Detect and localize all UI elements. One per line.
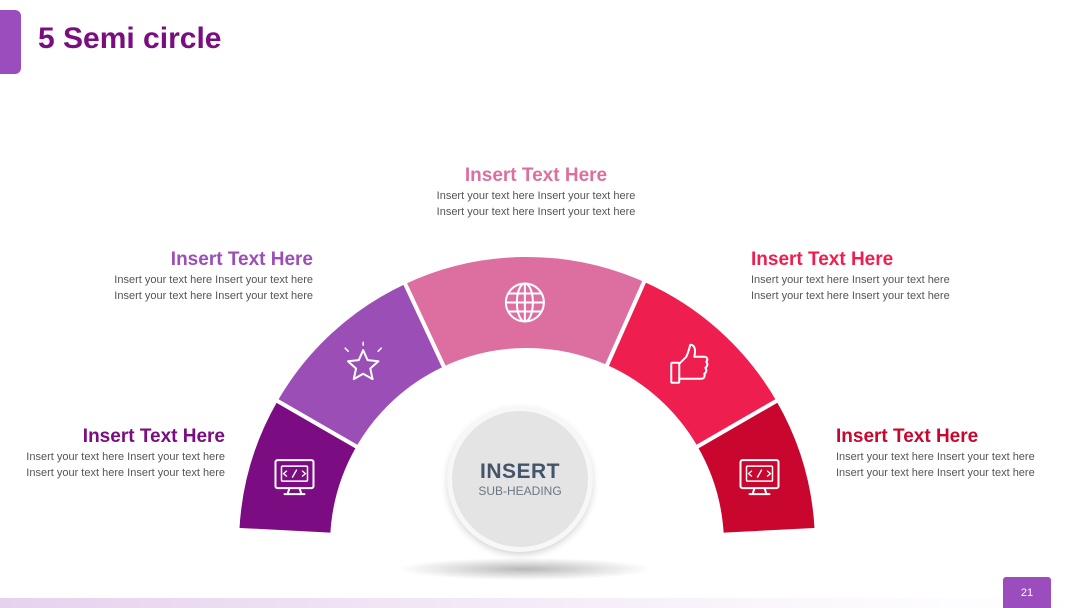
center-heading: INSERT <box>479 460 560 483</box>
segment-5-heading: Insert Text Here <box>836 426 979 447</box>
center-circle: INSERT SUB-HEADING <box>452 411 588 547</box>
text-block-3: Insert Text Here Insert your text here I… <box>436 165 636 220</box>
segment-1-heading: Insert Text Here <box>82 426 225 447</box>
bottom-strip <box>0 598 1080 608</box>
globe-icon <box>504 282 545 323</box>
text-block-2: Insert Text Here Insert your text here I… <box>113 249 313 304</box>
segment-3-body: Insert your text here Insert your text h… <box>436 190 636 218</box>
thumbs-up-icon <box>670 343 709 384</box>
page-number: 21 <box>1003 577 1051 608</box>
title-accent-bar <box>0 10 21 74</box>
center-subheading: SUB-HEADING <box>478 484 562 498</box>
segment-4-heading: Insert Text Here <box>751 249 894 270</box>
monitor-code-icon <box>739 459 780 496</box>
text-block-1: Insert Text Here Insert your text here I… <box>25 426 225 481</box>
segment-2-body: Insert your text here Insert your text h… <box>114 274 313 302</box>
segment-5 <box>693 397 819 537</box>
monitor-code-icon <box>274 459 315 496</box>
segment-4-body: Insert your text here Insert your text h… <box>751 274 950 302</box>
text-block-5: Insert Text Here Insert your text here I… <box>836 426 1036 481</box>
segment-5-body: Insert your text here Insert your text h… <box>836 451 1035 479</box>
center-shadow <box>400 558 650 580</box>
segment-3-heading: Insert Text Here <box>464 165 608 186</box>
segment-2-heading: Insert Text Here <box>170 249 313 270</box>
star-icon <box>344 341 382 381</box>
text-block-4: Insert Text Here Insert your text here I… <box>751 249 951 304</box>
slide-title: 5 Semi circle <box>38 22 222 55</box>
segment-1-body: Insert your text here Insert your text h… <box>26 451 225 479</box>
